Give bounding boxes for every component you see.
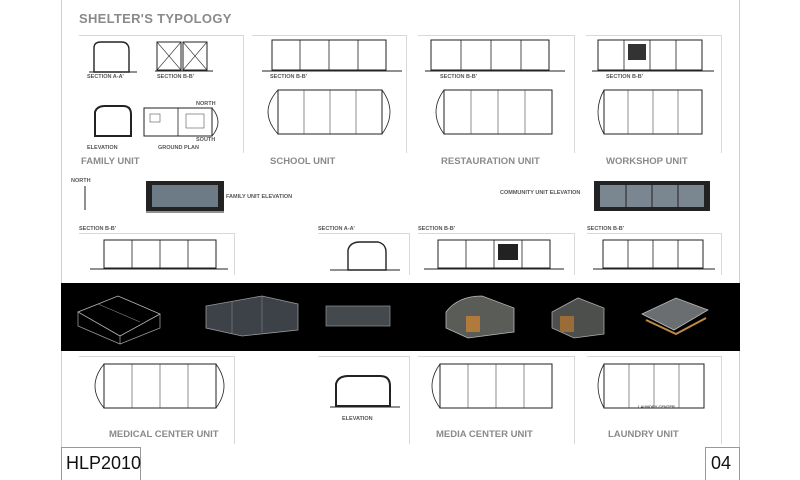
north-small-label: NORTH [196,101,216,107]
laundry-section-label: SECTION B-B' [587,226,625,232]
project-code: HLP2010 [61,447,141,480]
community-unit-elevation-drawing [594,181,710,211]
laundry-section-panel [587,233,722,275]
workshop-unit-title: WORKSHOP UNIT [606,156,688,167]
medical-unit-title: MEDICAL CENTER UNIT [109,429,219,440]
media-plan-drawing [431,363,553,409]
community-unit-elevation-label: COMMUNITY UNIT ELEVATION [500,190,581,196]
school-plan-drawing [267,89,391,135]
laundry-section-drawing [593,239,715,270]
medical-section-panel [79,233,235,275]
school-unit-title: SCHOOL UNIT [270,156,336,167]
north-arrow [84,186,86,210]
laundry-plan-drawing [597,363,705,409]
laundry-center-label: LAUNDRY CENTER [638,404,675,409]
elevation-drawing [330,375,400,408]
family-ground-plan-label: GROUND PLAN [158,145,199,151]
restauration-section-label: SECTION B-B' [440,74,478,80]
elevation-section-drawing [330,241,400,271]
school-section-drawing [262,39,402,72]
media-unit-title: MEDIA CENTER UNIT [436,429,533,440]
render-glass-shelter [205,295,299,337]
north-label: NORTH [71,178,91,184]
elevation-label: ELEVATION [342,416,373,422]
media-section-panel [418,233,575,275]
workshop-section-label: SECTION B-B' [606,74,644,80]
family-elevation-drawing [94,105,132,137]
medical-section-label: SECTION B-B' [79,226,117,232]
family-unit-elevation-label: FAMILY UNIT ELEVATION [226,194,293,200]
family-unit-elevation-drawing [146,181,224,213]
family-unit-title: FAMILY UNIT [81,156,140,167]
elevation-section-panel [318,233,410,275]
family-section-bb-label: SECTION B-B' [157,74,195,80]
laundry-unit-title: LAUNDRY UNIT [608,429,679,440]
elevation-panel [318,356,410,444]
renderings-band [61,283,740,351]
workshop-plan-drawing [597,89,703,135]
render-shelter-base [641,297,709,336]
medical-section-drawing [90,239,228,270]
page-title: SHELTER'S TYPOLOGY [79,11,232,26]
restauration-plan-drawing [435,89,553,135]
workshop-unit-panel [586,35,722,153]
render-shelter-lit [445,295,515,339]
medical-plan-drawing [94,363,225,409]
school-unit-panel [252,35,407,153]
family-section-bb-drawing [155,41,213,72]
render-structure-frame [77,295,161,345]
family-section-aa-label: SECTION A-A' [87,74,124,80]
family-unit-panel [79,35,244,153]
elevation-section-aa-label: SECTION A-A' [318,226,355,232]
restauration-section-drawing [425,39,565,72]
media-unit-panel [418,356,575,444]
family-elevation-label: ELEVATION [87,145,118,151]
restauration-unit-title: RESTAURATION UNIT [441,156,540,167]
family-ground-plan-drawing [143,107,219,137]
workshop-section-drawing [592,39,714,72]
school-section-label: SECTION B-B' [270,74,308,80]
render-shelter-rear [551,297,605,339]
laundry-unit-panel [587,356,722,444]
south-small-label: SOUTH [196,137,216,143]
family-section-aa-drawing [89,41,137,73]
render-shelter-side [325,305,391,327]
media-section-drawing [424,239,564,270]
page-number: 04 [705,447,740,480]
medical-unit-panel [79,356,235,444]
restauration-unit-panel [418,35,575,153]
media-section-label: SECTION B-B' [418,226,456,232]
